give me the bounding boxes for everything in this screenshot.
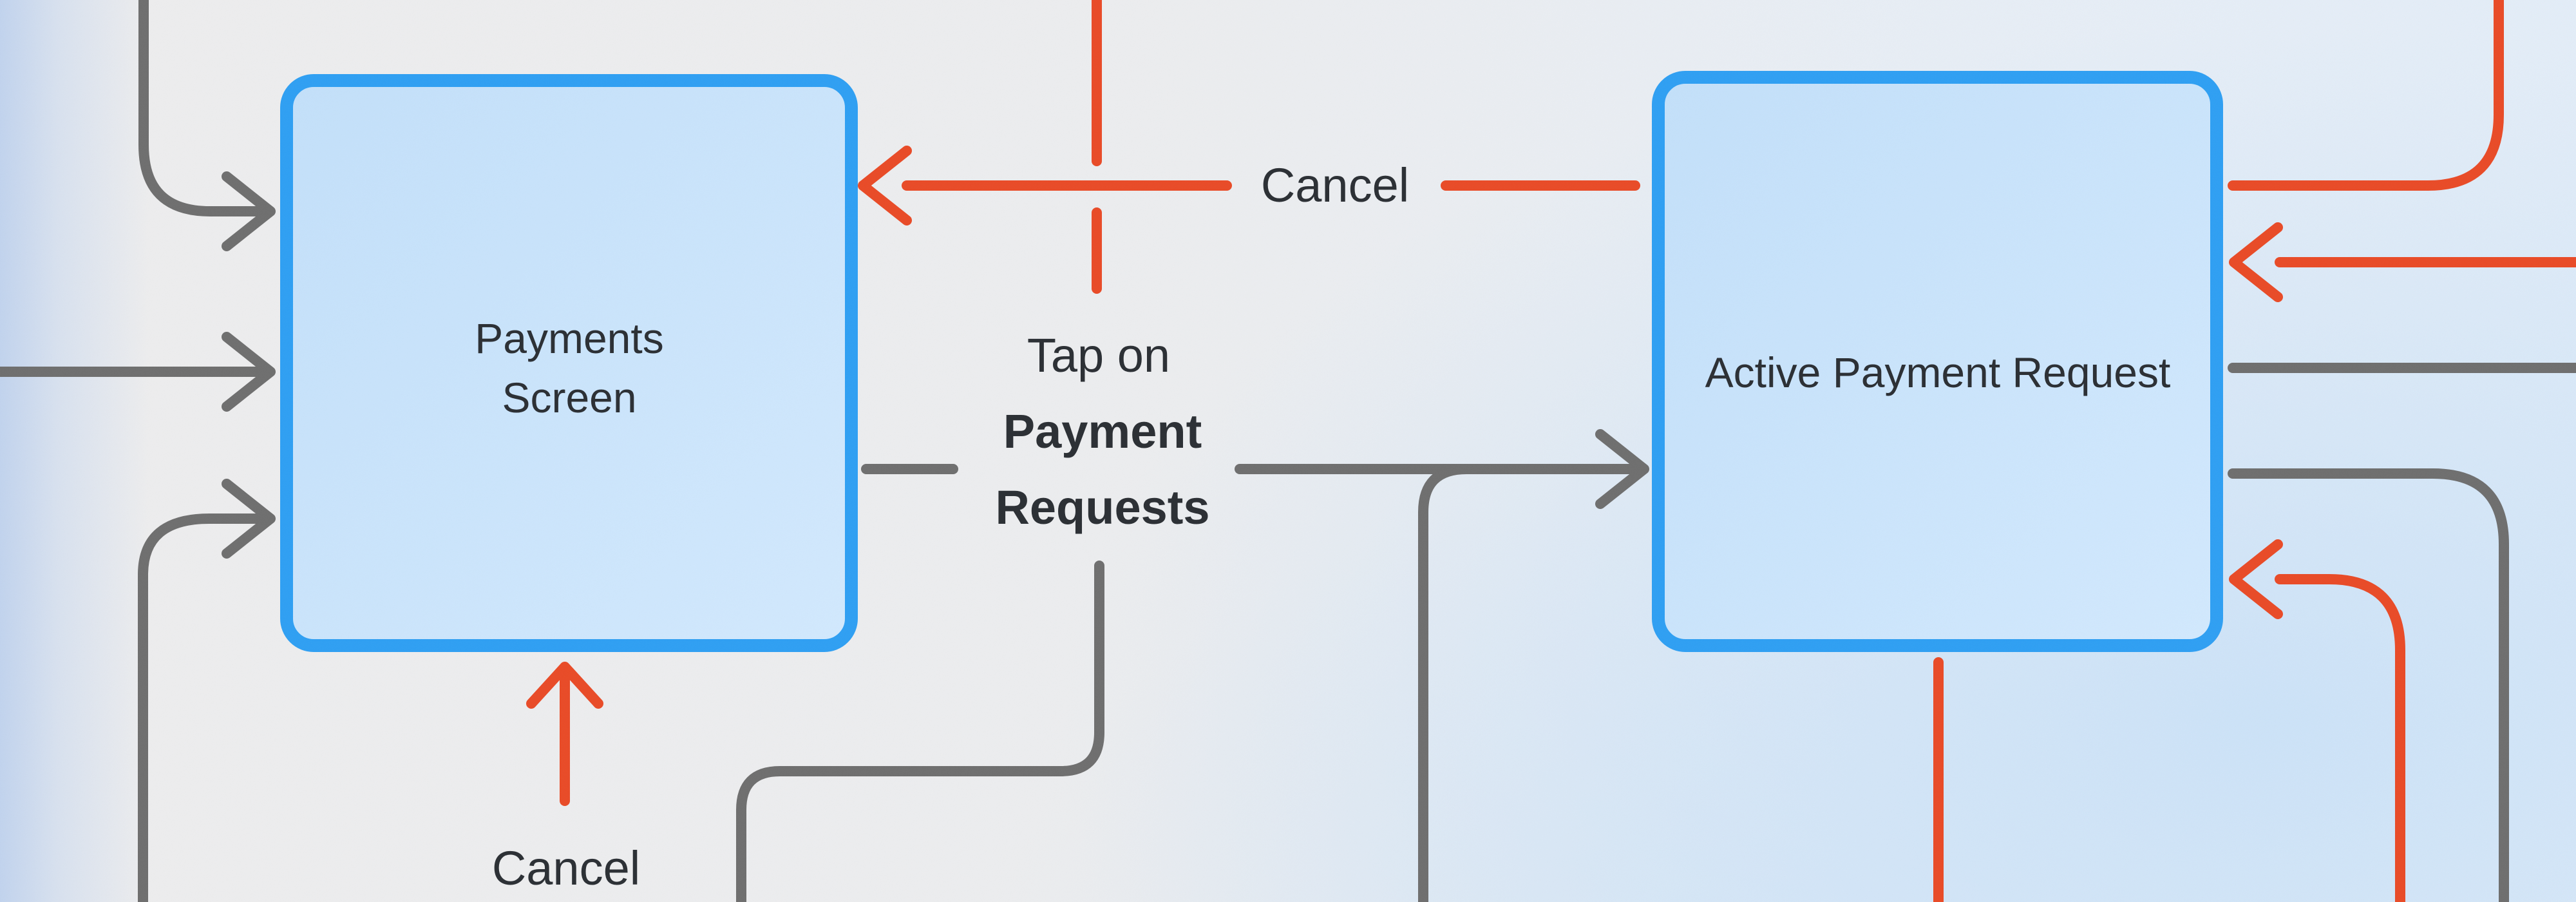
flow-diagram-canvas: Payments Screen Active Payment Request C… — [0, 0, 2576, 902]
flow-diagram: Payments Screen Active Payment Request C… — [0, 0, 2576, 902]
grain-texture-overlay — [0, 0, 2576, 902]
